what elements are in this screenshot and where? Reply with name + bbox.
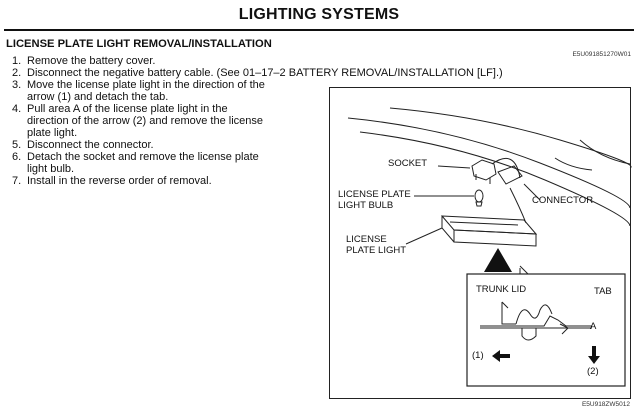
wire-shape	[491, 157, 521, 179]
arrow-2-shape	[588, 346, 600, 364]
connector-shape	[497, 165, 523, 185]
label-license-plate-light-bulb: LICENSE PLATE LIGHT BULB	[338, 189, 411, 211]
arrow-1-shape	[492, 350, 510, 362]
plate-light-shape	[449, 221, 519, 226]
trunk-lid-line	[359, 131, 631, 227]
area-a-detail	[559, 323, 569, 335]
procedure-steps: 1. Remove the battery cover. 2. Disconne…	[12, 55, 632, 187]
step-text: Remove the battery cover.	[27, 55, 156, 67]
step-text: Pull area A of the license plate light i…	[27, 103, 228, 115]
step-number: 5.	[12, 139, 22, 151]
step-text: Disconnect the connector.	[27, 139, 154, 151]
label-area-a: A	[590, 321, 597, 332]
step-text: plate light.	[27, 127, 78, 139]
label-line: LIGHT BULB	[338, 200, 394, 211]
bulb-shape	[475, 201, 483, 207]
step-number: 4.	[12, 103, 22, 115]
step-5: 5. Disconnect the connector.	[12, 139, 327, 151]
step-number: 7.	[12, 175, 22, 187]
plate-light-detail	[521, 328, 537, 341]
section-heading: LICENSE PLATE LIGHT REMOVAL/INSTALLATION	[6, 38, 272, 50]
step-text: arrow (1) and detach the tab.	[27, 91, 169, 103]
step-6: 6. Detach the socket and remove the lice…	[12, 151, 327, 175]
step-text: light bulb.	[27, 163, 75, 175]
label-license-plate-light: LICENSE PLATE LIGHT	[346, 234, 406, 256]
figure-drawing	[347, 107, 632, 387]
step-4: 4. Pull area A of the license plate ligh…	[12, 103, 327, 139]
step-number: 2.	[12, 67, 22, 79]
leader-line	[523, 183, 541, 201]
socket-shape	[475, 174, 491, 184]
step-text: Install in the reverse order of removal.	[27, 175, 212, 187]
trunk-lid-line	[389, 107, 632, 169]
document-code: E5U091851270W01	[572, 51, 631, 58]
figure-code: E5U918ZW5012	[581, 401, 630, 408]
step-2: 2. Disconnect the negative battery cable…	[12, 67, 632, 79]
socket-shape	[471, 159, 497, 181]
bulb-shape	[474, 189, 484, 203]
label-socket: SOCKET	[388, 158, 428, 169]
license-plate-light-figure: SOCKET LICENSE PLATE LIGHT BULB CONNECTO…	[329, 87, 632, 399]
step-text: Disconnect the negative battery cable. (…	[27, 67, 503, 79]
step-7: 7. Install in the reverse order of remov…	[12, 175, 327, 187]
trunk-lid-line	[347, 117, 631, 209]
trunk-lid-detail	[501, 301, 516, 325]
leader-line	[437, 165, 471, 169]
trunk-lid-line	[554, 157, 593, 171]
label-arrow-2: (2)	[587, 366, 599, 377]
trunk-lid-line	[509, 187, 527, 224]
step-3: 3. Move the license plate light in the d…	[12, 79, 327, 103]
label-connector: CONNECTOR	[532, 195, 594, 206]
step-1: 1. Remove the battery cover.	[12, 55, 632, 67]
step-text: Detach the socket and remove the license…	[27, 151, 259, 163]
step-number: 3.	[12, 79, 22, 91]
step-number: 6.	[12, 151, 22, 163]
leader-line	[405, 227, 443, 245]
title-divider	[4, 29, 634, 31]
trunk-lid-detail	[480, 315, 592, 327]
label-line: LICENSE PLATE	[338, 189, 411, 200]
plate-light-shape	[441, 216, 455, 243]
step-number: 1.	[12, 55, 22, 67]
trunk-lid-line	[579, 139, 631, 165]
detail-box	[466, 273, 626, 387]
label-tab: TAB	[594, 286, 612, 297]
page-title: LIGHTING SYSTEMS	[238, 6, 400, 23]
plate-light-shape	[453, 229, 537, 247]
label-line: PLATE LIGHT	[346, 245, 407, 256]
tab-detail	[515, 304, 553, 325]
label-line: LICENSE	[346, 234, 387, 245]
step-text: direction of the arrow (2) and remove th…	[27, 115, 264, 127]
callout-wedge	[484, 248, 512, 272]
step-text: Move the license plate light in the dire…	[27, 79, 265, 91]
label-arrow-1: (1)	[472, 350, 484, 361]
label-trunk-lid: TRUNK LID	[476, 284, 527, 295]
